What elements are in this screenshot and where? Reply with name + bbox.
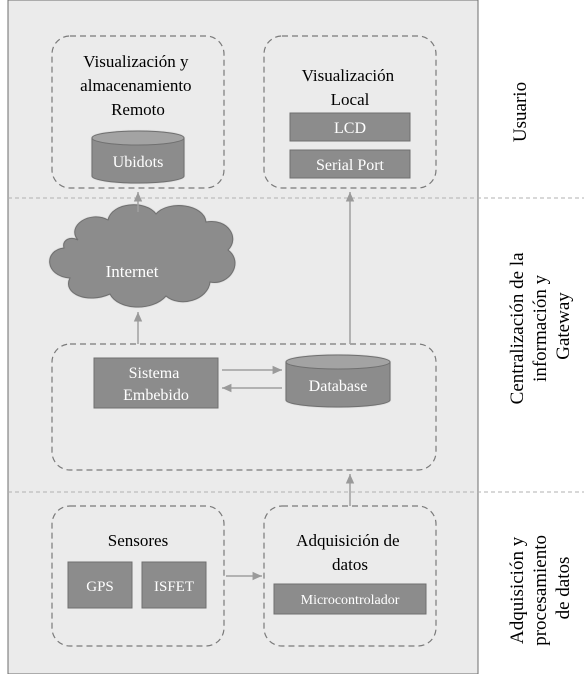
local-title-line-2: Local [331,90,370,109]
local-visualization-title: Visualización Local [302,66,399,109]
embedded-system-line-2: Embebido [123,387,189,404]
data-acquisition-line-2: datos [332,555,368,574]
data-acquisition-line-1: Adquisición de [296,531,399,550]
internet-label: Internet [106,262,159,281]
internet-cloud [49,204,236,308]
local-title-line-1: Visualización [302,66,395,85]
microcontroller-label: Microcontrolador [301,593,400,608]
lcd-block [289,112,411,142]
isfet-block [141,561,207,609]
remote-visualization-title: Visualización y almacenamiento Remoto [80,52,196,119]
lcd-label: LCD [334,120,366,137]
layer-label-acquisition-line-1: Adquisición y [507,536,528,644]
embedded-system-line-1: Sistema [129,365,180,382]
layer-label-central-line-3: Gateway [553,292,574,360]
layer-label-central-line-1: Centralización de la [507,252,528,404]
serial-port-label: Serial Port [316,157,385,174]
layer-label-user-line: Usuario [510,82,531,142]
ubidots-database [91,130,185,184]
database-label: Database [309,378,368,395]
microcontroller-block [273,583,427,615]
layer-label-central: Centralización de la información y Gatew… [507,248,574,405]
ubidots-label: Ubidots [113,154,164,171]
layer-label-central-line-2: información y [530,274,551,382]
local-visualization-box [263,35,437,189]
layer-label-acquisition-line-3: de datos [553,557,574,620]
remote-title-line-2: almacenamiento [80,76,191,95]
layer-label-user: Usuario [510,82,531,142]
embedded-system-block [93,357,219,409]
remote-title-line-3: Remoto [111,100,165,119]
embedded-system-label: Sistema Embebido [123,365,189,404]
isfet-label: ISFET [154,579,194,595]
remote-title-line-1: Visualización y [83,52,189,71]
data-acquisition-box [263,505,437,647]
layer-label-acquisition-line-2: procesamiento [530,535,551,646]
remote-visualization-box [51,35,225,189]
sensors-title: Sensores [108,531,168,550]
data-acquisition-title: Adquisición de datos [296,531,404,574]
gateway-box [51,343,437,471]
sensors-box [51,505,225,647]
gps-label: GPS [86,579,114,595]
layer-label-acquisition: Adquisición y procesamiento de datos [507,530,574,646]
serial-port-block [289,149,411,179]
database-cylinder [285,354,391,408]
gps-block [67,561,133,609]
